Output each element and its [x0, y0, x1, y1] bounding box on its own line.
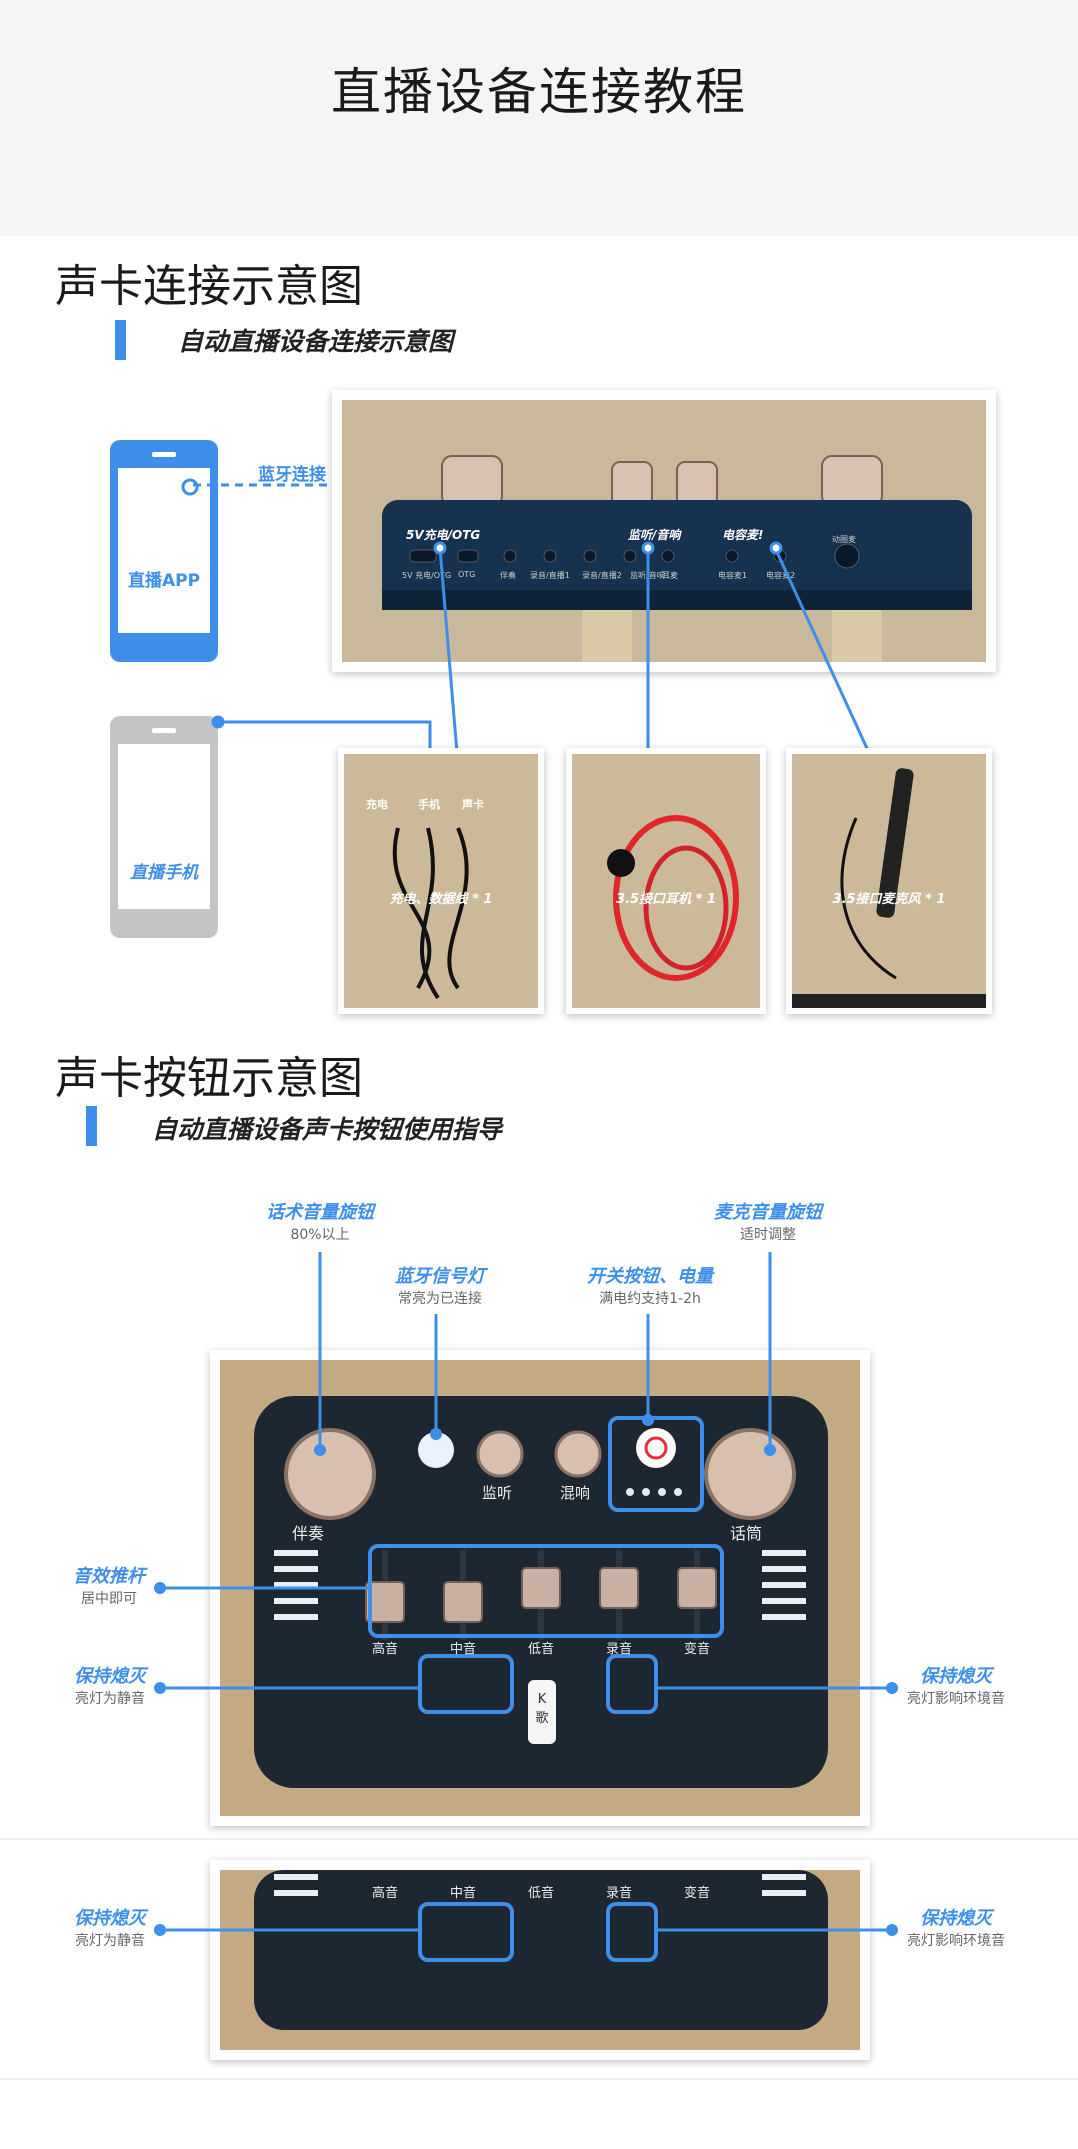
app-phone-label: 直播APP — [127, 571, 201, 591]
port-group-label-monitor: 监听/音响 — [628, 528, 681, 542]
port-label: OTG — [458, 570, 476, 579]
fader-label: 中音 — [450, 1886, 477, 1901]
callout-sub-faders: 居中即可 — [81, 1591, 137, 1607]
callout-sub-mute-left-2: 亮灯为静音 — [75, 1933, 145, 1949]
soundcard-board-closeup-photo: 高音 中音 低音 录音 变音 — [210, 1860, 870, 2060]
port-label: 电容麦2 — [766, 571, 796, 580]
port-label: 电容麦1 — [718, 571, 748, 580]
knob-label-mic: 话筒 — [730, 1524, 763, 1543]
section-title-buttons: 声卡按钮示意图 — [55, 1053, 363, 1104]
fader-label: 录音 — [606, 1642, 633, 1657]
live-phone-icon — [110, 716, 218, 938]
callout-title-mute-right: 保持熄灭 — [920, 1666, 992, 1687]
fader-label: 低音 — [528, 1642, 555, 1657]
callout-title-accomp-knob: 话术音量旋钮 — [266, 1202, 374, 1223]
callout-title-bt-led: 蓝牙信号灯 — [395, 1266, 485, 1287]
fader-label: 低音 — [528, 1886, 555, 1901]
fader-label: 中音 — [450, 1642, 477, 1657]
port-label: 录音/直播1 — [530, 571, 570, 580]
callout-sub-accomp-knob: 80%以上 — [290, 1227, 350, 1243]
port-group-label-condenser: 电容麦! — [722, 528, 764, 542]
fader-label: 高音 — [372, 1886, 399, 1901]
callout-sub-mic-knob: 适时调整 — [740, 1227, 796, 1243]
fader-labels-closeup: 高音 中音 低音 录音 变音 — [370, 1882, 722, 1902]
fader-label: 录音 — [606, 1886, 633, 1901]
section-divider — [0, 1838, 1078, 1840]
section-subtitle-buttons: 自动直播设备声卡按钮使用指导 — [152, 1115, 503, 1144]
callout-sub-power: 满电约支持1-2h — [599, 1291, 701, 1307]
port-group-label-otg: 5V充电/OTG — [406, 528, 481, 542]
cable-label-soundcard: 声卡 — [462, 798, 484, 811]
fader-label: 变音 — [684, 1886, 711, 1901]
bluetooth-label: 蓝牙连接 — [258, 465, 326, 485]
accessory-label: 充电、数据线 * 1 — [389, 892, 493, 907]
section-subtitle-connection: 自动直播设备连接示意图 — [178, 327, 454, 356]
app-phone-icon — [110, 440, 218, 662]
accessory-photo-cable: 充电 手机 声卡 充电、数据线 * 1 — [338, 748, 544, 1014]
cable-label-charge: 充电 — [366, 798, 388, 811]
callout-sub-mute-right: 亮灯影响环境音 — [907, 1691, 1005, 1707]
port-label: 5V 充电/OTG — [402, 571, 452, 580]
accessory-label: 3.5接口耳机 * 1 — [616, 892, 716, 907]
callout-sub-mute-left: 亮灯为静音 — [75, 1691, 145, 1707]
section-title-connection: 声卡连接示意图 — [55, 261, 363, 312]
page-header: 直播设备连接教程 — [0, 0, 1078, 236]
cable-label-phone: 手机 — [418, 798, 440, 811]
port-label: 耳麦 — [662, 571, 678, 580]
subtitle-bar — [115, 320, 126, 360]
accessory-photo-mic: 3.5接口麦克风 * 1 — [786, 748, 992, 1014]
port-label: 伴奏 — [500, 571, 516, 580]
knob-label-reverb: 混响 — [560, 1484, 591, 1502]
soundcard-panel-photo: 5V充电/OTG 监听/音响 电容麦! 5V 充电/OTG OTG 伴奏 录音/… — [332, 390, 996, 672]
callout-sub-mute-right-2: 亮灯影响环境音 — [907, 1933, 1005, 1949]
section-divider — [0, 2078, 1078, 2080]
knob-label-accomp: 伴奏 — [292, 1524, 325, 1543]
fader-labels: 高音 中音 低音 录音 变音 — [370, 1638, 722, 1658]
fader-label: 变音 — [684, 1642, 711, 1657]
live-phone-label: 直播手机 — [130, 863, 198, 883]
accessory-photo-earphone: 3.5接口耳机 * 1 — [566, 748, 766, 1014]
accessory-label: 3.5接口麦克风 * 1 — [832, 892, 946, 907]
fader-label: 高音 — [372, 1642, 399, 1657]
callout-title-mute-left: 保持熄灭 — [74, 1666, 146, 1687]
callout-title-mute-right-2: 保持熄灭 — [920, 1908, 992, 1929]
callout-sub-bt-led: 常亮为已连接 — [398, 1291, 482, 1307]
port-label: 录音/直播2 — [582, 571, 622, 580]
knob-label-monitor: 监听 — [482, 1484, 513, 1502]
port-label: 动圈麦 — [832, 535, 856, 544]
page-title: 直播设备连接教程 — [331, 63, 747, 121]
callout-title-mic-knob: 麦克音量旋钮 — [714, 1202, 822, 1223]
port-row: 5V 充电/OTG OTG 伴奏 录音/直播1 录音/直播2 监听/音响 耳麦 … — [392, 535, 982, 590]
callout-title-mute-left-2: 保持熄灭 — [74, 1908, 146, 1929]
callout-title-power: 开关按钮、电量 — [587, 1266, 713, 1287]
k-song-button[interactable]: K 歌 — [528, 1680, 556, 1744]
subtitle-bar — [86, 1106, 97, 1146]
callout-title-faders: 音效推杆 — [73, 1566, 145, 1587]
